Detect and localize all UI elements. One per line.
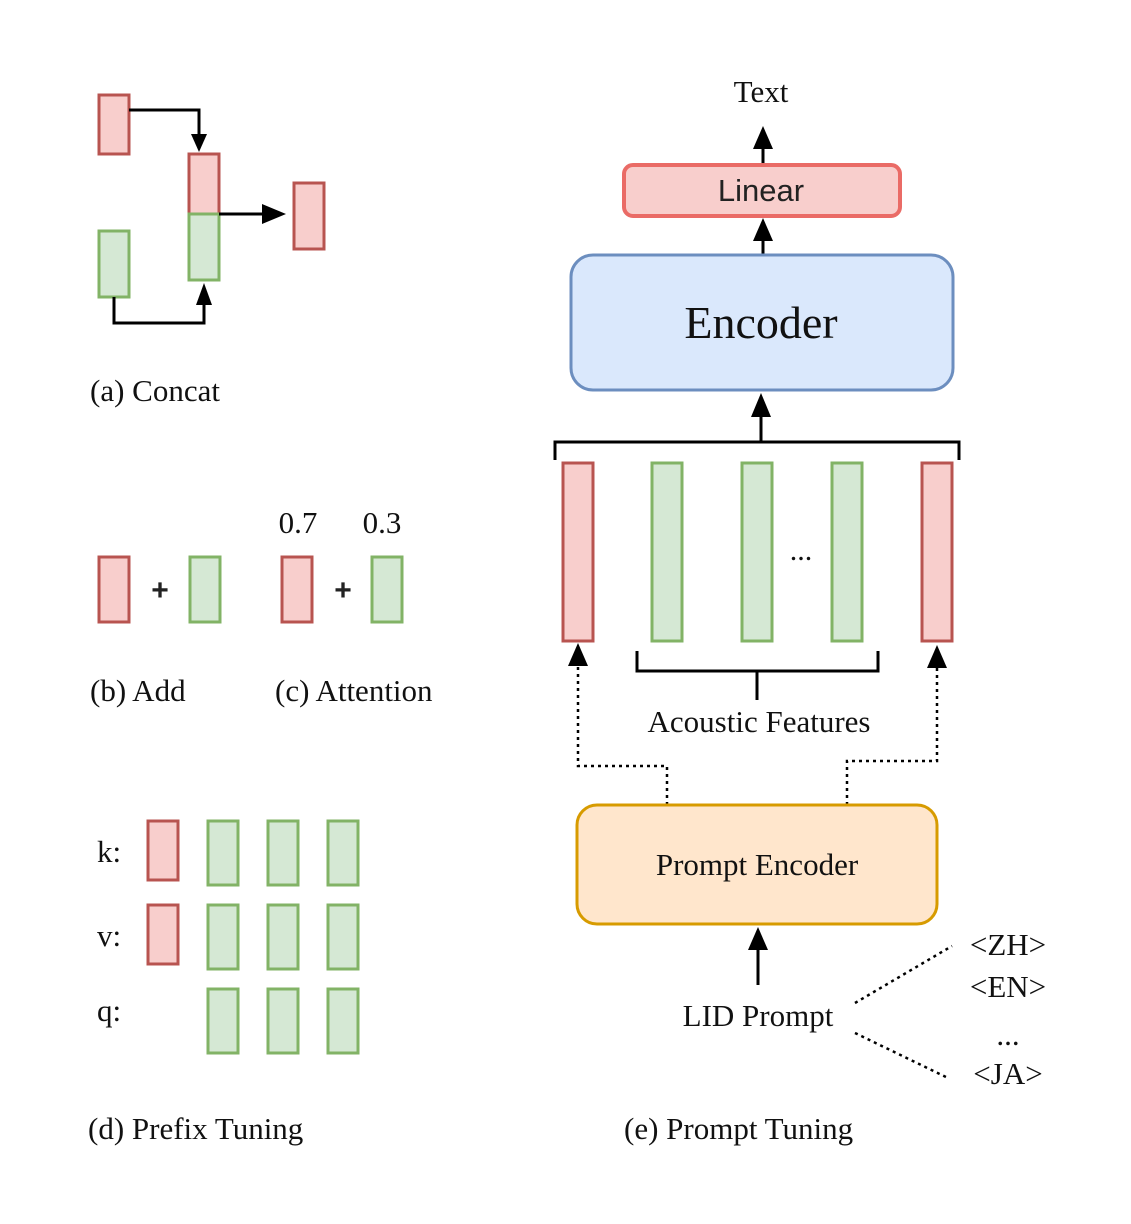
arrow-head <box>753 126 773 149</box>
acoustic-features-label: Acoustic Features <box>648 704 871 739</box>
arrow-head <box>191 134 207 152</box>
row-label-v: v: <box>97 918 121 953</box>
encoder-box <box>569 253 955 392</box>
panel-prompt-tuning: Text Linear Encoder ... Acoustic Feature… <box>553 74 1046 1146</box>
prefix-key-block <box>146 819 180 882</box>
weight-right: 0.3 <box>363 505 402 540</box>
arrow-head <box>196 283 212 305</box>
query-block <box>266 987 300 1055</box>
key-block <box>206 819 240 887</box>
arrow-head <box>262 204 286 224</box>
lid-prompt-label: LID Prompt <box>683 998 834 1033</box>
language-zh: <ZH> <box>970 927 1046 962</box>
query-block <box>326 987 360 1055</box>
linear-layer-box <box>622 163 902 218</box>
language-en: <EN> <box>970 969 1046 1004</box>
key-block <box>266 819 300 887</box>
language-ellipsis: ... <box>996 1017 1019 1052</box>
caption-prefix-tuning: (d) Prefix Tuning <box>88 1111 303 1146</box>
prompt-encoder-label: Prompt Encoder <box>656 847 859 882</box>
acoustic-features-bracket <box>635 651 880 673</box>
value-block <box>266 903 300 971</box>
query-block <box>206 987 240 1055</box>
panel-attention: 0.7 0.3 + (c) Attention <box>275 505 433 708</box>
plus-operator: + <box>151 574 169 607</box>
arrow-head <box>753 218 773 241</box>
lid-options-line-top <box>854 944 953 1005</box>
feature-block <box>97 229 131 299</box>
caption-prompt-tuning: (e) Prompt Tuning <box>624 1111 853 1146</box>
acoustic-feature-block <box>650 461 684 643</box>
lid-options-line-bottom <box>854 1031 949 1080</box>
acoustic-feature-block <box>740 461 774 643</box>
feature-ellipsis: ... <box>790 534 813 567</box>
value-block <box>206 903 240 971</box>
prompt-block <box>97 555 131 624</box>
concat-arrow-top <box>129 108 201 136</box>
arrow-head <box>748 927 768 950</box>
panel-concat: (a) Concat <box>90 93 326 408</box>
language-ja: <JA> <box>973 1056 1042 1091</box>
caption-concat: (a) Concat <box>90 373 220 408</box>
concat-prompt-part <box>187 152 221 216</box>
concat-feature-part <box>187 212 221 282</box>
prompt-block <box>280 555 314 624</box>
prompt-block <box>97 93 131 156</box>
caption-add: (b) Add <box>90 673 186 708</box>
arrow-head <box>927 645 947 668</box>
prompt-path-right <box>845 666 939 805</box>
panel-add: + (b) Add <box>90 555 222 708</box>
caption-attention: (c) Attention <box>275 673 433 708</box>
arrow-head <box>751 393 771 417</box>
prompt-embedding-end <box>920 461 954 643</box>
feature-block <box>188 555 222 624</box>
feature-block <box>370 555 404 624</box>
concat-arrow-bottom <box>112 297 206 325</box>
linear-layer-label: Linear <box>718 173 804 208</box>
prefix-value-block <box>146 903 180 966</box>
plus-operator: + <box>334 574 352 607</box>
prompt-encoder-box <box>575 803 939 926</box>
row-label-k: k: <box>97 834 121 869</box>
acoustic-feature-block <box>830 461 864 643</box>
weight-left: 0.7 <box>279 505 318 540</box>
row-label-q: q: <box>97 993 121 1028</box>
key-block <box>326 819 360 887</box>
input-sequence-bracket <box>553 440 961 460</box>
value-block <box>326 903 360 971</box>
prompt-embedding-start <box>561 461 595 643</box>
panel-prefix-tuning: k: v: q: (d) Prefix Tuning <box>88 819 360 1146</box>
output-text-label: Text <box>734 74 789 109</box>
arrow-head <box>568 643 588 666</box>
concat-output-block <box>292 181 326 251</box>
encoder-label: Encoder <box>684 297 837 348</box>
